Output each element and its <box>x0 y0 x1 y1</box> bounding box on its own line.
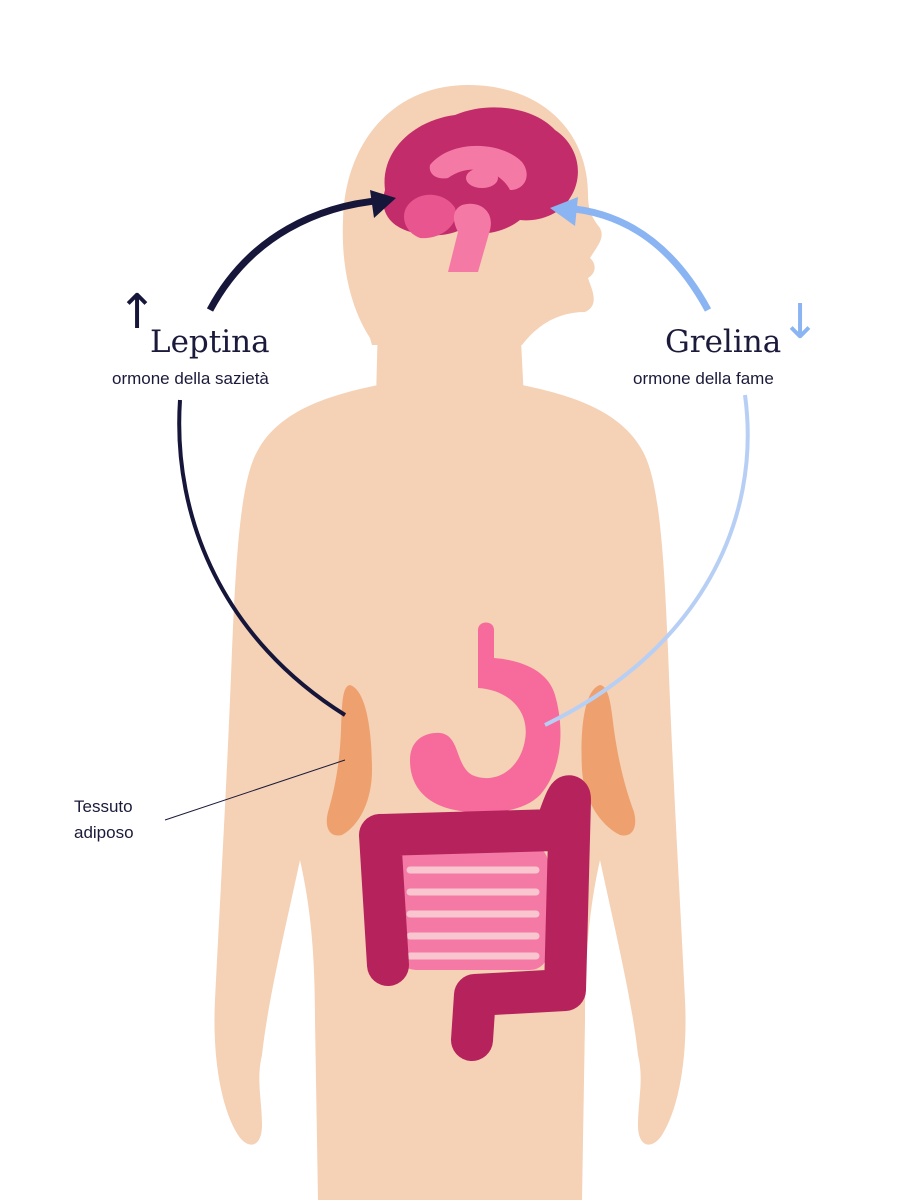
adipose-left <box>326 685 372 836</box>
stomach <box>410 622 561 813</box>
ghrelin-name: Grelina <box>665 324 782 360</box>
leptin-name: Leptina <box>150 324 270 360</box>
adipose-callout-label: Tessuto adiposo <box>74 794 134 846</box>
brain <box>383 107 578 272</box>
adipose-callout-line1: Tessuto <box>74 797 133 816</box>
brain-inner <box>404 194 456 239</box>
leptin-arrow-path-lower <box>177 399 347 717</box>
ghrelin-arrow-path-lower <box>544 394 750 727</box>
adipose-tissue <box>326 685 636 836</box>
ghrelin-trend-down-icon: ↓ <box>780 294 821 350</box>
adipose-callout-line2: adiposo <box>74 823 134 842</box>
adipose-callout-line <box>164 759 346 821</box>
ghrelin-description: ormone della fame <box>633 369 774 388</box>
adipose-right <box>581 685 636 836</box>
body-silhouette <box>214 85 686 1200</box>
small-intestine <box>398 845 548 970</box>
small-intestine-folds <box>406 866 540 960</box>
small-intestine-bg <box>398 845 548 970</box>
leptin-description: ormone della sazietà <box>112 369 269 388</box>
neck-shape <box>376 320 524 400</box>
leptin-trend-up-icon: ↑ <box>117 284 158 340</box>
leptin-arrow-path <box>206 196 386 312</box>
ghrelin-arrowhead <box>550 197 578 226</box>
leptin-arrowhead <box>370 190 396 218</box>
ghrelin-arrow-path <box>564 204 712 312</box>
brain-thalamus <box>466 168 498 188</box>
brainstem <box>448 203 491 272</box>
brain-corpus <box>429 145 527 190</box>
large-intestine <box>359 775 591 1061</box>
